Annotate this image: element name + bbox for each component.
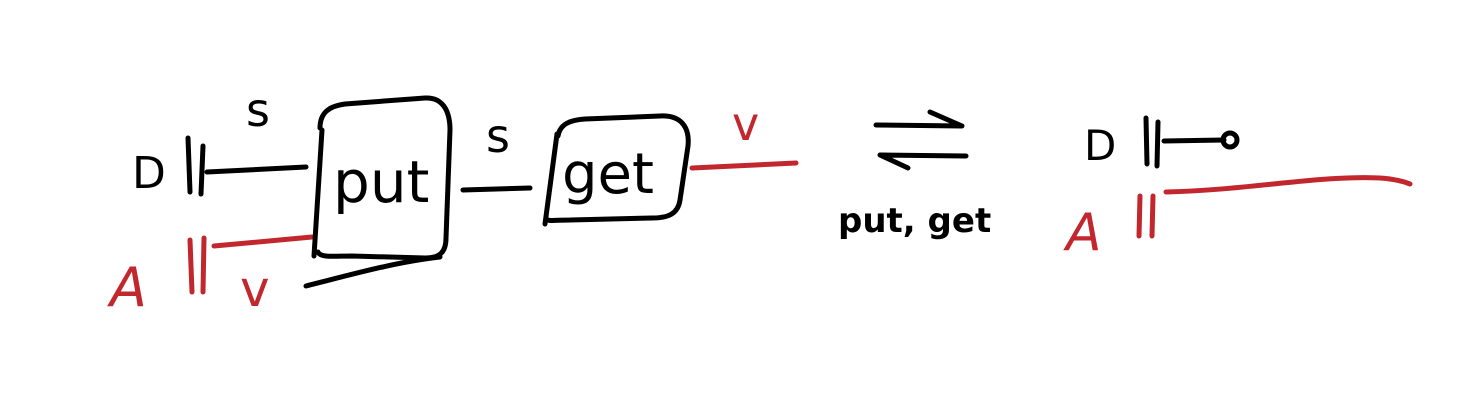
left-harpoon — [877, 152, 969, 171]
get-box-left-edge — [542, 131, 560, 227]
right-a-label: A — [1063, 203, 1102, 263]
right-d-wire — [1161, 137, 1227, 144]
left-a-label: A — [107, 256, 147, 319]
left-s-label-2: s — [486, 109, 510, 163]
left-d-bars — [185, 135, 206, 197]
put-box-bottom-wire — [303, 254, 443, 289]
get-box — [543, 113, 691, 223]
left-v-label-bottom: v — [240, 260, 270, 318]
get-output-wire — [689, 160, 799, 171]
right-a-bars — [1136, 193, 1156, 239]
put-label: put — [333, 148, 429, 216]
right-d-bars — [1143, 115, 1161, 169]
right-a-wire — [1163, 175, 1413, 195]
left-diagram: D s A v put s get v — [107, 83, 799, 319]
left-d-label: D — [132, 148, 166, 199]
right-harpoon — [873, 109, 965, 129]
get-label: get — [562, 142, 654, 207]
put-box-left-edge — [311, 127, 325, 259]
left-v-label-right: v — [732, 97, 759, 151]
left-d-wire — [204, 164, 309, 175]
equivalence-arrows: put, get — [838, 109, 991, 241]
right-diagram: D A — [1063, 115, 1413, 263]
left-a-bars — [187, 235, 207, 295]
put-box — [315, 95, 453, 261]
right-d-label: D — [1084, 121, 1116, 170]
equivalence-label: put, get — [838, 201, 991, 241]
left-s-label-1: s — [246, 83, 270, 137]
right-d-discard-dot — [1220, 130, 1240, 150]
put-get-wire — [460, 185, 533, 193]
left-a-wire — [211, 234, 315, 249]
